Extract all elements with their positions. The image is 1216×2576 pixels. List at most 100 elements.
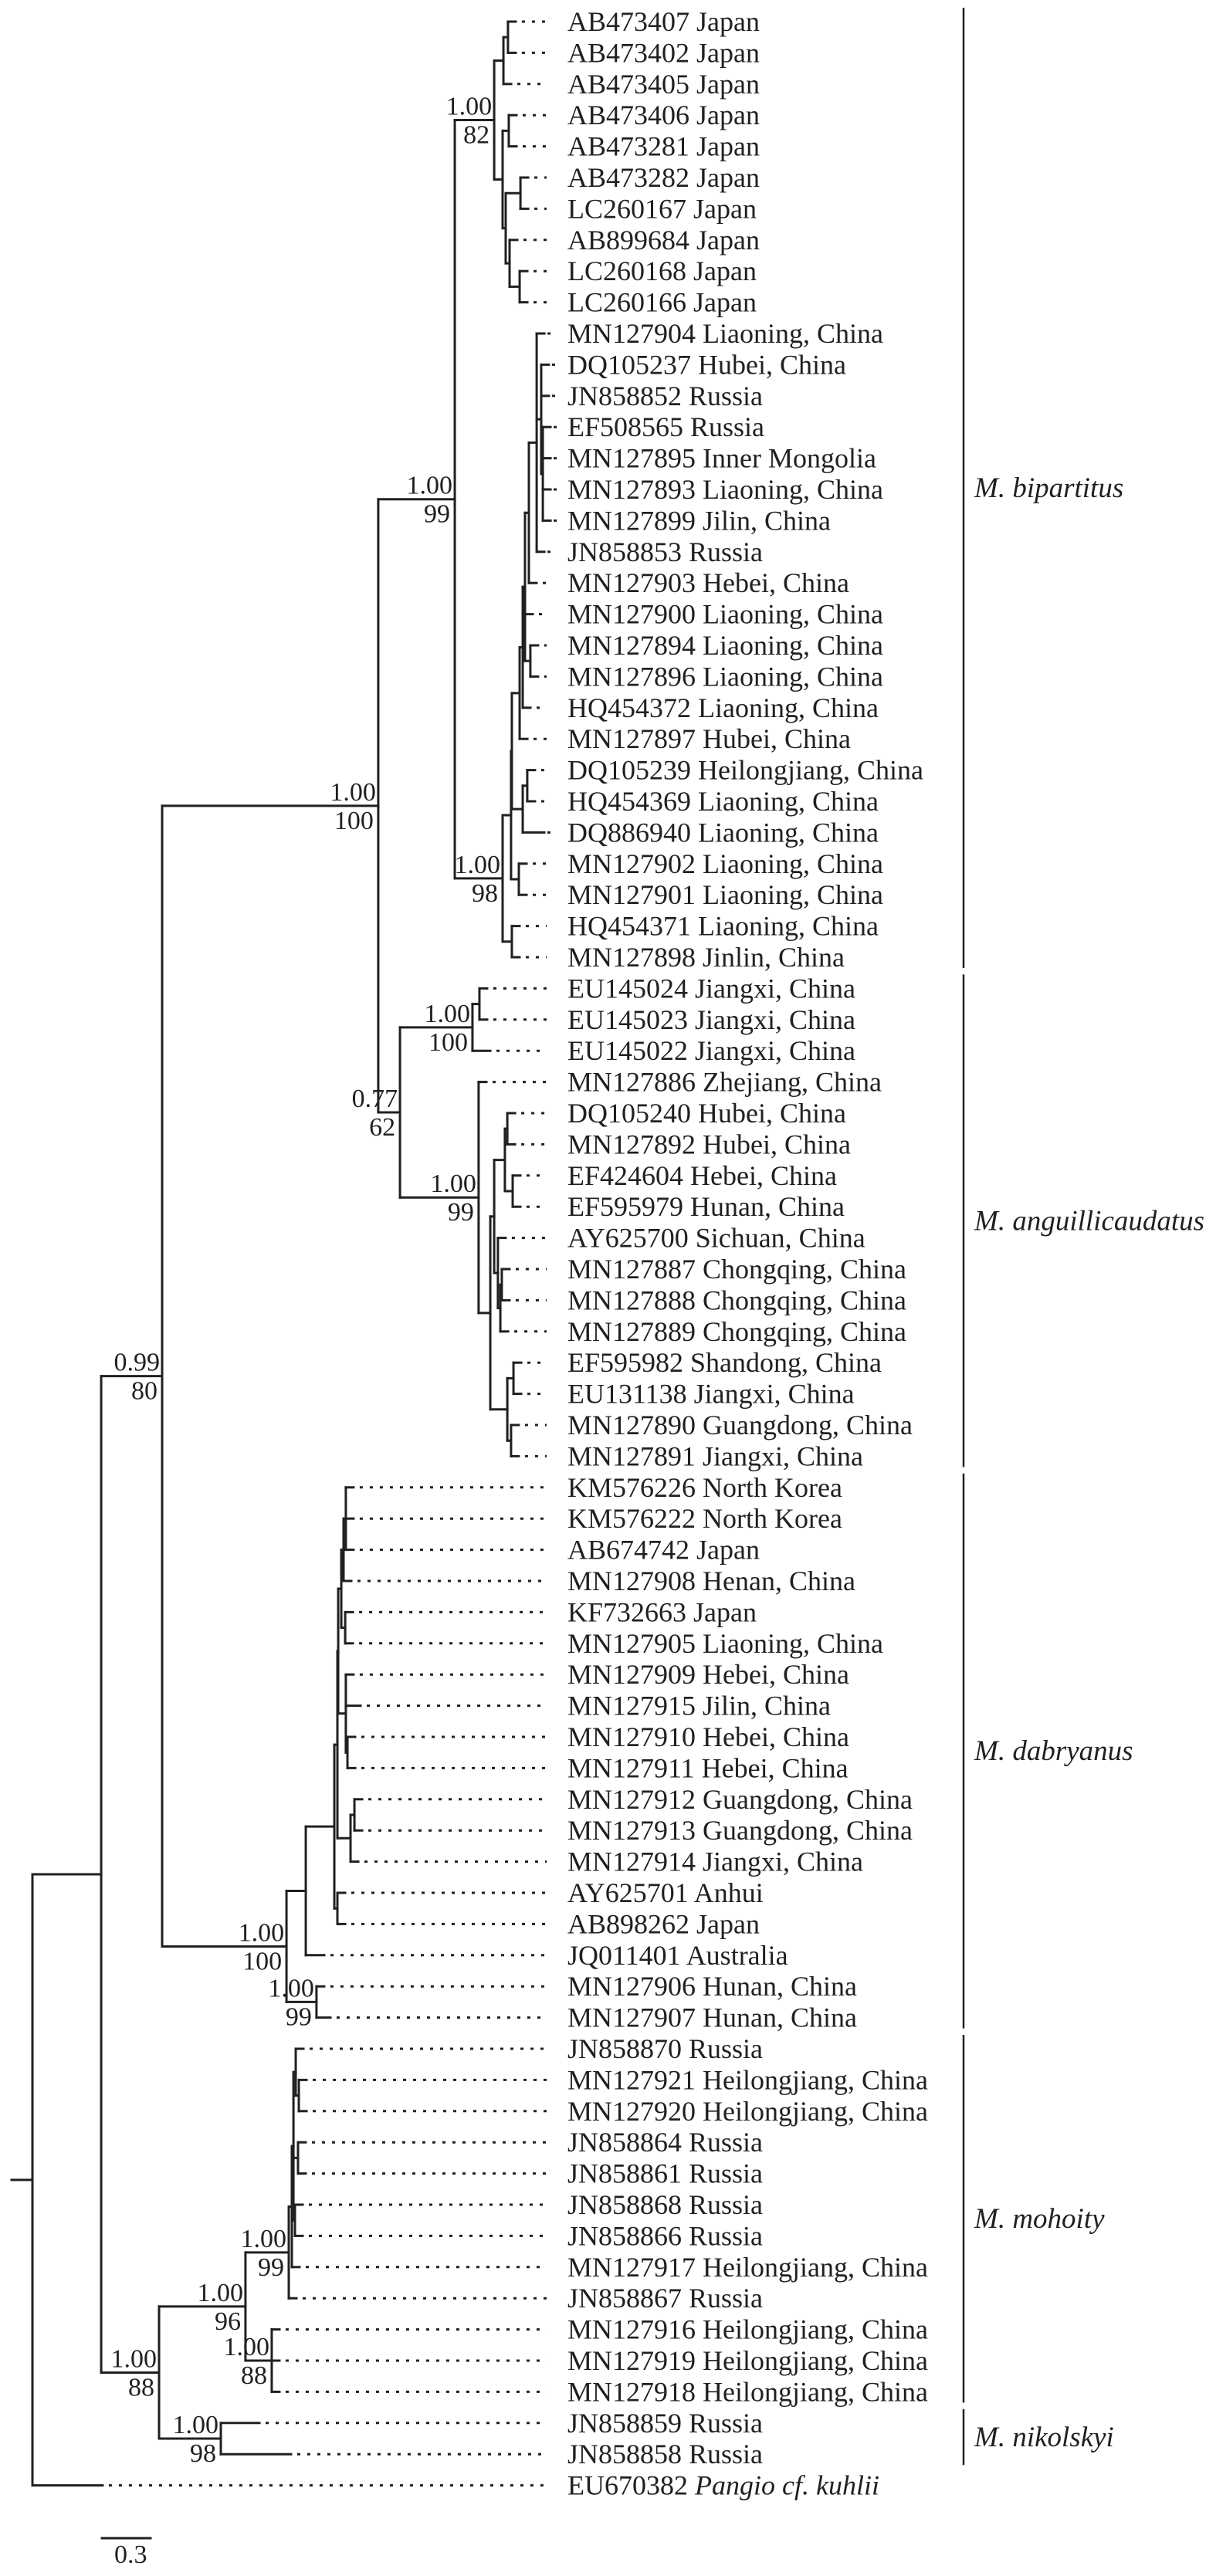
posterior-probability: 1.00 [111,2344,158,2373]
accession-number: MN127892 [567,1129,703,1159]
accession-number: AB473407 [567,6,696,37]
accession-number: MN127918 [567,2376,703,2407]
tip-label: MN127890 Guangdong, China [567,1410,913,1440]
locality: Liaoning, China [698,786,879,817]
tip-label: EU145024 Jiangxi, China [567,973,855,1004]
tip-label: LC260168 Japan [567,256,757,286]
tip-label: AB473402 Japan [567,37,760,68]
accession-number: MN127901 [567,879,703,910]
locality: Heilongjiang, China [703,2376,928,2407]
accession-number: EF424604 [567,1160,690,1191]
bootstrap-value: 100 [428,1028,468,1057]
locality: Liaoning, China [698,817,879,848]
accession-number: HQ454371 [567,911,698,942]
tip-label: MN127889 Chongqing, China [567,1316,906,1347]
locality: Hebei, China [702,1752,848,1783]
tip-label: MN127893 Liaoning, China [567,474,883,505]
clade-label: M. mohoity [974,2203,1105,2235]
locality: Guangdong, China [703,1815,913,1846]
tip-label: LC260167 Japan [567,193,757,224]
locality: Japan [696,37,760,68]
tip-label: MN127918 Heilongjiang, China [567,2376,928,2407]
locality: Russia [689,537,763,567]
accession-number: JN858858 [567,2439,689,2469]
locality: Japan [696,131,760,162]
accession-number: MN127889 [567,1316,703,1347]
support-values: 0.99801.001001.00991.00821.00980.77621.0… [111,93,500,2468]
accession-number: MN127894 [567,630,703,661]
accession-number: MN127897 [567,723,703,754]
locality: Guangdong, China [703,1410,913,1440]
tip-label: MN127900 Liaoning, China [567,599,883,630]
accession-number: MN127916 [567,2314,703,2345]
locality: Heilongjiang, China [703,2252,928,2283]
accession-number: MN127908 [567,1566,703,1596]
tip-label: MN127909 Hebei, China [567,1659,849,1690]
tip-label: EF595979 Hunan, China [567,1191,845,1222]
bootstrap-value: 99 [286,2002,312,2031]
accession-number: MN127912 [567,1784,703,1815]
tip-label: MN127914 Jiangxi, China [567,1847,863,1877]
accession-number: EU670382 [567,2470,695,2501]
locality: Heilongjiang, China [703,2345,928,2376]
tip-label: MN127908 Henan, China [567,1566,855,1596]
tip-label: MN127917 Heilongjiang, China [567,2252,928,2283]
posterior-probability: 1.00 [407,472,453,500]
locality: Chongqing, China [703,1285,906,1315]
accession-number: MN127893 [567,474,703,505]
locality: Russia [689,2220,763,2251]
tip-label: HQ454371 Liaoning, China [567,911,879,942]
locality: Hebei, China [690,1160,837,1191]
accession-number: AB473406 [567,100,696,130]
tip-label: AY625701 Anhui [567,1877,764,1908]
tip-label: JN858870 Russia [567,2033,763,2064]
tip-label: AY625700 Sichuan, China [567,1223,865,1254]
posterior-probability: 1.00 [173,2411,219,2439]
locality: Liaoning, China [703,599,883,630]
locality: Chongqing, China [703,1254,906,1285]
accession-number: JQ011401 [567,1940,686,1971]
tip-label: AB674742 Japan [567,1535,760,1566]
locality: Hunan, China [703,2002,857,2033]
accession-number: EF508565 [567,411,690,442]
accession-number: DQ105237 [567,349,698,380]
locality: Zhejiang, China [703,1067,882,1098]
locality: Japan [696,1908,760,1939]
locality: Japan [693,256,757,286]
locality: Jiangxi, China [695,1004,855,1035]
accession-number: AB674742 [567,1535,696,1566]
clade-label: M. nikolskyi [974,2422,1114,2453]
tip-label: MN127901 Liaoning, China [567,879,883,910]
accession-number: DQ105240 [567,1098,698,1129]
tree-branches [10,20,557,2487]
accession-number: MN127915 [567,1691,703,1721]
bootstrap-value: 99 [424,500,450,529]
accession-number: MN127906 [567,1971,703,2002]
accession-number: AB898262 [567,1908,696,1939]
accession-number: MN127891 [567,1440,703,1471]
accession-number: EU145023 [567,1004,695,1035]
accession-number: JN858853 [567,537,689,567]
accession-number: MN127910 [567,1721,703,1752]
tip-label: KM576222 North Korea [567,1503,842,1534]
tip-label: MN127888 Chongqing, China [567,1285,906,1315]
accession-number: DQ886940 [567,817,698,848]
tip-label: MN127894 Liaoning, China [567,630,883,661]
locality: Japan [696,1535,760,1566]
locality: Japan [696,69,760,100]
tip-label: JN858867 Russia [567,2283,763,2314]
tip-label: MN127895 Inner Mongolia [567,443,876,474]
tip-label: MN127887 Chongqing, China [567,1254,906,1285]
tip-label: LC260166 Japan [567,287,757,318]
tip-label: JN858858 Russia [567,2439,763,2469]
posterior-probability: 1.00 [446,93,493,121]
locality: Jilin, China [703,505,831,536]
accession-number: MN127904 [567,318,703,349]
tip-label: EF595982 Shandong, China [567,1347,882,1378]
bootstrap-value: 62 [369,1113,395,1142]
tip-label: MN127904 Liaoning, China [567,318,883,349]
locality: Jinlin, China [703,942,845,973]
accession-number: EF595979 [567,1191,690,1222]
